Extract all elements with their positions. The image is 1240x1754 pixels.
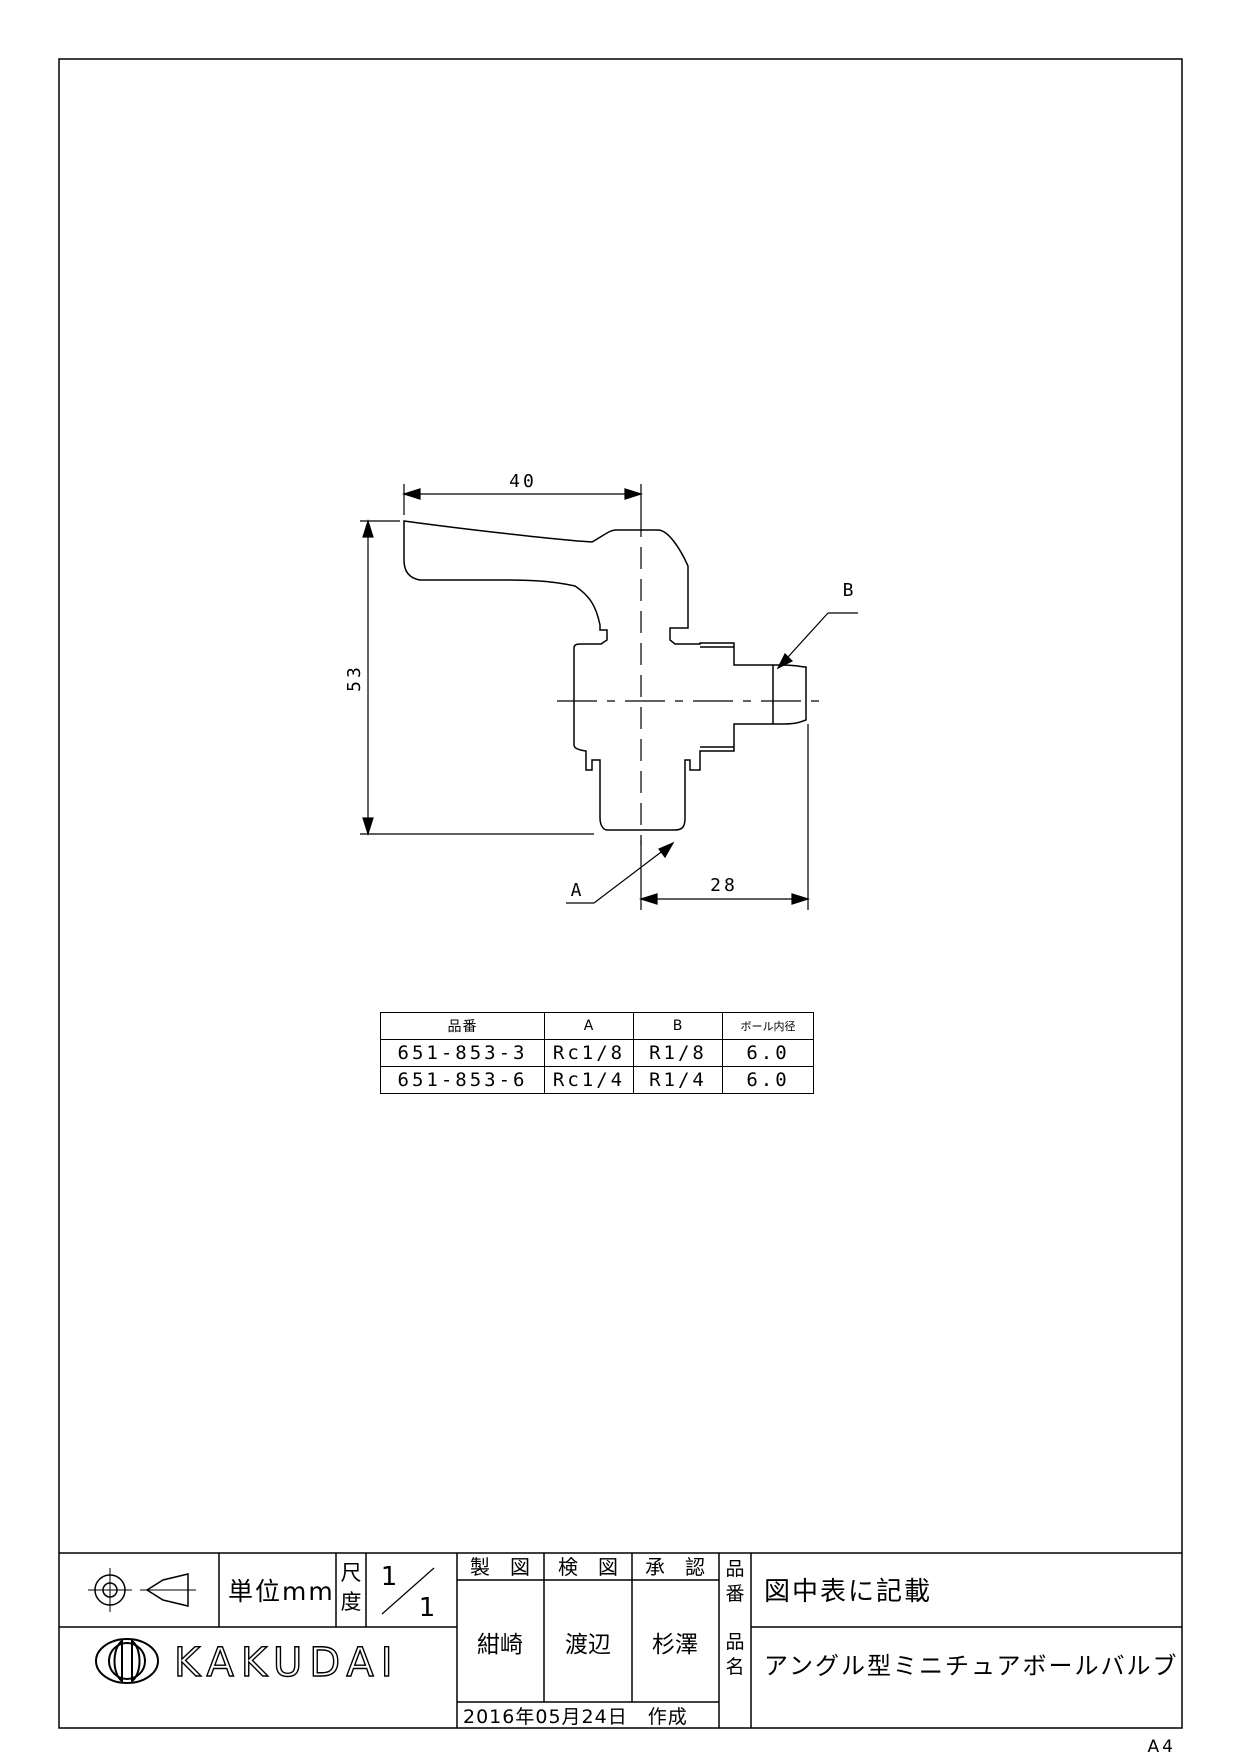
sheet-size: A4	[1148, 1737, 1176, 1754]
parts-table: 品番 A B ボール内径 651-853-3 Rc1/8 R1/8 6.0 65…	[380, 1012, 814, 1094]
unit-label: 単位mm	[228, 1577, 335, 1606]
approved-label: 承 認	[645, 1555, 705, 1579]
valve-drawing	[403, 515, 825, 845]
part-no-label-2: 番	[725, 1583, 744, 1605]
table-cell-b: R1/8	[633, 1039, 723, 1067]
approved-by: 杉澤	[652, 1632, 698, 1658]
table-cell-ball-bore: 6.0	[722, 1039, 814, 1067]
table-cell-ball-bore: 6.0	[722, 1066, 814, 1094]
drawing-date: 2016年05月24日 作成	[463, 1706, 688, 1728]
table-cell-a: Rc1/4	[544, 1066, 634, 1094]
dimensions	[360, 484, 858, 910]
part-name-label-1: 品	[725, 1631, 744, 1653]
checked-by: 渡辺	[565, 1632, 611, 1658]
title-block	[59, 1552, 1182, 1728]
projection-symbol-icon	[88, 1568, 196, 1612]
scale-label-2: 度	[341, 1590, 362, 1614]
table-cell-part-no: 651-853-3	[380, 1039, 545, 1067]
sheet-border	[58, 58, 1183, 1729]
drawn-by: 紺崎	[477, 1632, 523, 1658]
table-header: A	[544, 1012, 634, 1040]
table-header-row: 品番 A B ボール内径	[380, 1012, 814, 1040]
dimension-width-lever: 40	[509, 471, 537, 492]
part-name-value: アングル型ミニチュアボールバルブ	[764, 1652, 1179, 1680]
part-no-value: 図中表に記載	[764, 1577, 932, 1607]
part-name-label-2: 名	[725, 1656, 744, 1678]
table-row: 651-853-3 Rc1/8 R1/8 6.0	[380, 1039, 814, 1067]
lever-handle	[403, 520, 807, 831]
scale-numerator: 1	[381, 1562, 398, 1592]
dimension-width-outlet: 28	[710, 875, 738, 896]
part-no-label-1: 品	[725, 1558, 744, 1580]
table-cell-a: Rc1/8	[544, 1039, 634, 1067]
table-header: 品番	[380, 1012, 545, 1040]
table-row: 651-853-6 Rc1/4 R1/4 6.0	[380, 1066, 814, 1094]
table-cell-part-no: 651-853-6	[380, 1066, 545, 1094]
port-label-b: B	[843, 580, 854, 601]
scale-denominator: 1	[419, 1593, 436, 1623]
company-name: KAKUDAI	[174, 1640, 400, 1686]
kakudai-logo-icon	[95, 1638, 159, 1684]
table-header: ボール内径	[722, 1012, 814, 1040]
scale-label-1: 尺	[341, 1561, 362, 1585]
dimension-height: 53	[344, 664, 365, 692]
checked-label: 検 図	[558, 1555, 618, 1579]
table-cell-b: R1/4	[633, 1066, 723, 1094]
table-header: B	[633, 1012, 723, 1040]
port-label-a: A	[571, 880, 582, 901]
drawn-label: 製 図	[470, 1555, 530, 1579]
